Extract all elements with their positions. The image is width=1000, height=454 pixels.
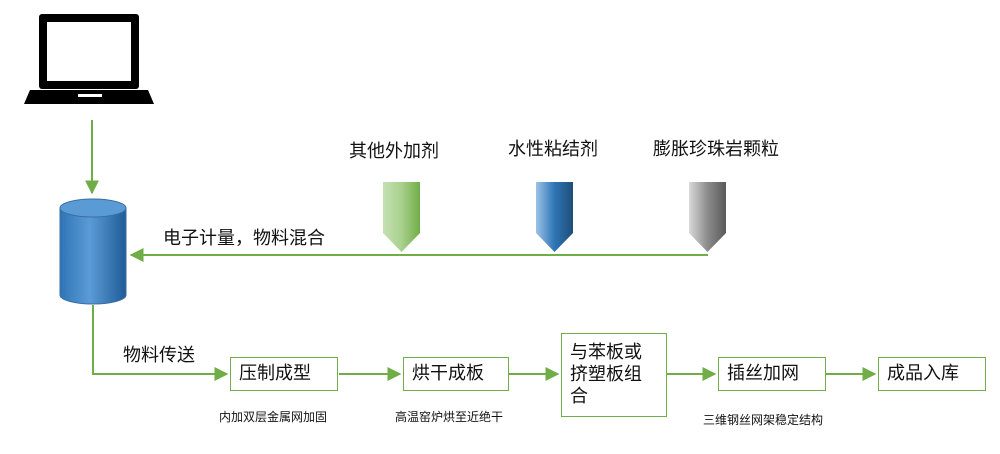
note-dry: 高温窑炉烘至近绝干	[395, 410, 504, 424]
step-combine-line3: 合	[570, 386, 588, 407]
step-combine-line1: 与苯板或	[570, 342, 642, 363]
label-transfer: 物料传送	[123, 345, 195, 366]
mixer-cylinder-icon	[59, 198, 127, 305]
hopper-gray-icon	[689, 182, 726, 252]
step-press-forming: 压制成型	[230, 357, 338, 391]
step-mesh: 插丝加网	[718, 357, 826, 391]
hopper-green-icon	[383, 182, 420, 252]
step-combine-line2: 挤塑板组	[570, 364, 642, 385]
laptop-icon	[24, 14, 154, 104]
hopper-blue-icon	[536, 182, 573, 252]
step-mesh-label: 插丝加网	[727, 363, 799, 384]
label-other-additives: 其他外加剂	[349, 141, 439, 162]
note-mesh: 三维钢丝网架稳定结构	[703, 413, 824, 427]
step-press-label: 压制成型	[239, 363, 311, 384]
step-drying: 烘干成板	[403, 357, 509, 391]
note-press: 内加双层金属网加固	[219, 410, 328, 424]
label-water-binder: 水性粘结剂	[508, 139, 598, 160]
step-storage: 成品入库	[878, 357, 986, 391]
arrow-mixer-to-press	[92, 305, 229, 381]
label-mixing: 电子计量，物料混合	[163, 228, 325, 249]
step-storage-label: 成品入库	[887, 363, 959, 384]
step-dry-label: 烘干成板	[412, 363, 484, 384]
label-perlite: 膨胀珍珠岩颗粒	[653, 139, 779, 160]
step-combine: 与苯板或 挤塑板组 合	[561, 333, 667, 417]
